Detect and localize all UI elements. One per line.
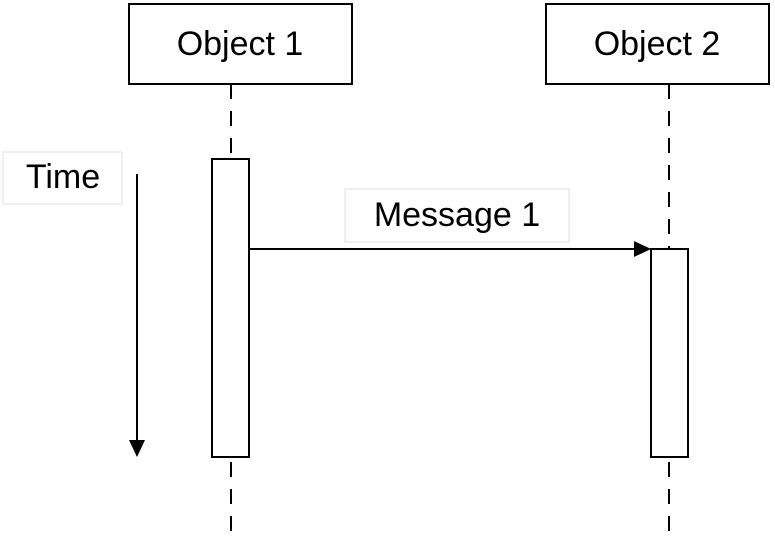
message-label: Message 1: [374, 196, 540, 234]
object-1: Object 1: [128, 3, 353, 85]
time-label: Time: [26, 158, 100, 196]
object-2-label: Object 2: [594, 25, 721, 63]
time-label-box: Time: [2, 151, 123, 205]
object-2-activation-bar: [650, 248, 689, 458]
object-1-activation-bar: [211, 158, 250, 458]
object-2-box: [545, 3, 770, 85]
object-1-label: Object 1: [177, 25, 304, 63]
message-label-box: Message 1: [344, 188, 570, 243]
time-arrow: [129, 174, 145, 457]
time-arrowhead: [129, 440, 145, 457]
object-1-box: [128, 3, 353, 85]
object-2: Object 2: [545, 3, 770, 85]
message-arrow: [249, 241, 651, 257]
message-arrowhead: [634, 241, 651, 257]
